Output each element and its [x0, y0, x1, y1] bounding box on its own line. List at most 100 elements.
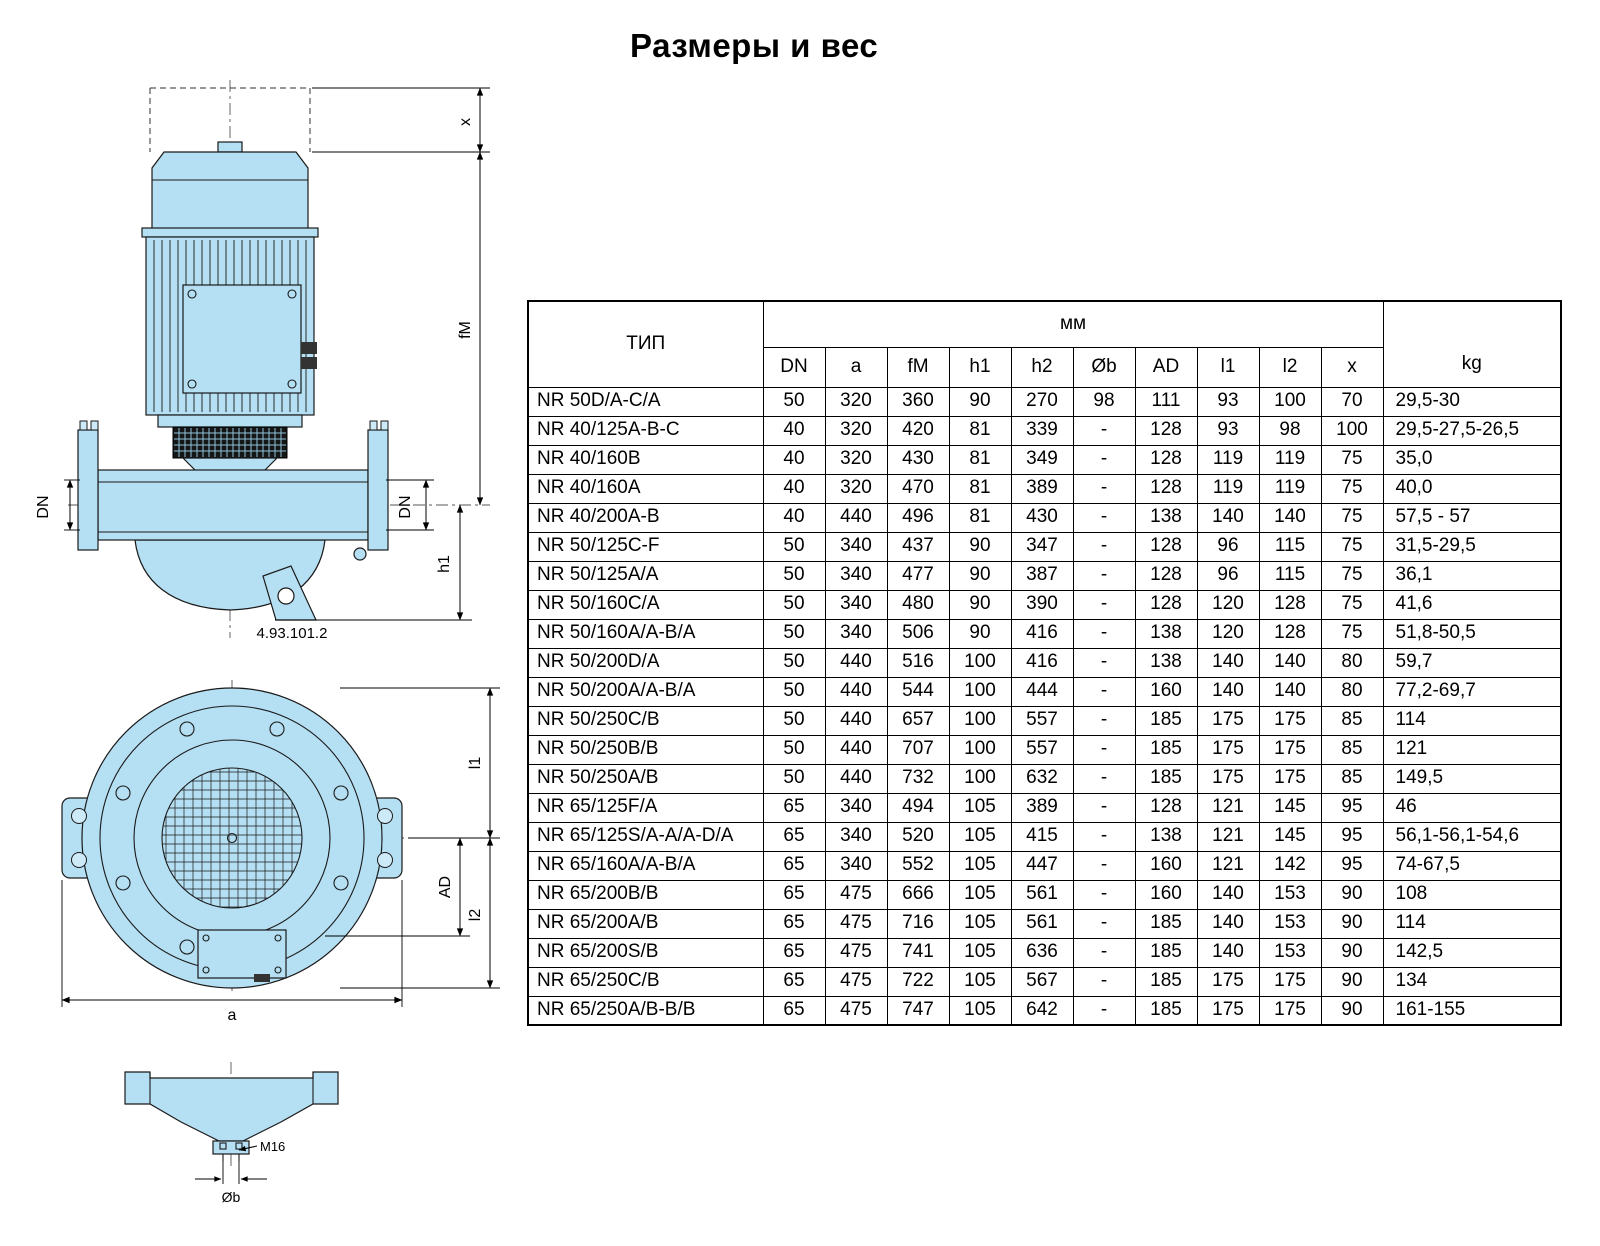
- dimension-value-cell: 95: [1320, 850, 1384, 881]
- dimension-value-cell: 75: [1320, 473, 1384, 504]
- terminal-box-top: [197, 929, 287, 979]
- dimension-value-cell: 100: [948, 676, 1012, 707]
- dim-a-label: a: [228, 1007, 237, 1024]
- pump-casing: [77, 420, 389, 621]
- dimension-value-cell: 128: [1134, 444, 1198, 475]
- dimension-value-cell: 415: [1010, 821, 1074, 852]
- pump-type-cell: NR 65/125F/A: [527, 792, 764, 823]
- motor-bottom-flange: [157, 414, 303, 428]
- pump-type-cell: NR 50/125A/A: [527, 560, 764, 591]
- dimension-value-cell: 100: [948, 734, 1012, 765]
- dimension-value-cell: 50: [762, 647, 826, 678]
- dimension-value-cell: 732: [886, 763, 950, 794]
- pump-type-cell: NR 65/160A/A-B/A: [527, 850, 764, 881]
- dim-m16-label: M16: [260, 1139, 285, 1154]
- fan-grill-circle: [161, 767, 303, 909]
- pump-type-cell: NR 65/250A/B-B/B: [527, 995, 764, 1026]
- dimension-value-cell: 105: [948, 879, 1012, 910]
- weight-cell: 108: [1382, 879, 1562, 910]
- pump-type-cell: NR 65/200A/B: [527, 908, 764, 939]
- dimension-value-cell: 140: [1196, 879, 1260, 910]
- dimension-value-cell: 65: [762, 792, 826, 823]
- dimension-value-cell: 140: [1196, 647, 1260, 678]
- dimension-value-cell: -: [1072, 647, 1136, 678]
- shaft-center: [226, 832, 238, 844]
- weight-cell: 46: [1382, 792, 1562, 823]
- dimension-value-cell: 387: [1010, 560, 1074, 591]
- dimension-value-cell: 440: [824, 705, 888, 736]
- dimension-value-cell: -: [1072, 966, 1136, 997]
- weight-cell: 59,7: [1382, 647, 1562, 678]
- pump-type-cell: NR 65/250C/B: [527, 966, 764, 997]
- pump-type-cell: NR 40/125A-B-C: [527, 415, 764, 446]
- dimension-value-cell: 98: [1072, 386, 1136, 417]
- column-header-ob: Øb: [1072, 346, 1136, 388]
- dimension-value-cell: 642: [1010, 995, 1074, 1026]
- dimension-value-cell: 90: [1320, 995, 1384, 1026]
- column-header-h1: h1: [948, 346, 1012, 388]
- casing-circle: [81, 687, 383, 989]
- column-header-dn: DN: [762, 346, 826, 388]
- dimension-value-cell: 185: [1134, 763, 1198, 794]
- dimension-value-cell: 105: [948, 850, 1012, 881]
- dimension-value-cell: 90: [948, 618, 1012, 649]
- weight-cell: 40,0: [1382, 473, 1562, 504]
- dimension-value-cell: 440: [824, 647, 888, 678]
- dimension-value-cell: 98: [1258, 415, 1322, 446]
- cable-gland: [301, 342, 317, 354]
- dimension-value-cell: -: [1072, 908, 1136, 939]
- dimension-value-cell: 40: [762, 444, 826, 475]
- column-header-ad: AD: [1134, 346, 1198, 388]
- dim-fm-label: fM: [457, 321, 474, 339]
- dimension-value-cell: 153: [1258, 879, 1322, 910]
- dimension-value-cell: 90: [1320, 908, 1384, 939]
- table-header-columns-row: DN a fM h1 h2 Øb AD l1 l2 x: [528, 346, 1561, 388]
- dimension-value-cell: 175: [1196, 705, 1260, 736]
- column-header-l1: l1: [1196, 346, 1260, 388]
- flange-bolt: [369, 420, 378, 431]
- dimension-value-cell: 65: [762, 908, 826, 939]
- weight-cell: 57,5 - 57: [1382, 502, 1562, 533]
- dimension-value-cell: 140: [1258, 647, 1322, 678]
- dimension-value-cell: 105: [948, 966, 1012, 997]
- dimension-value-cell: 447: [1010, 850, 1074, 881]
- column-header-l2: l2: [1258, 346, 1322, 388]
- dimension-value-cell: 105: [948, 792, 1012, 823]
- dimension-value-cell: 50: [762, 763, 826, 794]
- pump-type-cell: NR 50D/A-C/A: [527, 386, 764, 417]
- dimension-value-cell: -: [1072, 705, 1136, 736]
- dimension-value-cell: 567: [1010, 966, 1074, 997]
- dimension-value-cell: 320: [824, 473, 888, 504]
- dimension-value-cell: 105: [948, 937, 1012, 968]
- dimension-value-cell: 475: [824, 995, 888, 1026]
- dimension-value-cell: 320: [824, 444, 888, 475]
- dimension-value-cell: 85: [1320, 705, 1384, 736]
- dimension-value-cell: 50: [762, 618, 826, 649]
- motor-assembly: [141, 141, 319, 473]
- dimension-value-cell: -: [1072, 937, 1136, 968]
- dimension-value-cell: 119: [1196, 444, 1260, 475]
- dimension-value-cell: 138: [1134, 502, 1198, 533]
- dimension-value-cell: 140: [1196, 676, 1260, 707]
- dimension-value-cell: 80: [1320, 676, 1384, 707]
- dimension-value-cell: 90: [1320, 966, 1384, 997]
- dimension-value-cell: 160: [1134, 850, 1198, 881]
- table-header-units-row: ТИП мм kg: [527, 300, 1562, 388]
- dimension-value-cell: 95: [1320, 821, 1384, 852]
- motor-top-flange: [141, 227, 319, 238]
- dimension-value-cell: 75: [1320, 560, 1384, 591]
- pump-bottom-view-drawing: M16 Øb: [124, 1062, 339, 1205]
- weight-cell: 74-67,5: [1382, 850, 1562, 881]
- dimension-value-cell: 636: [1010, 937, 1074, 968]
